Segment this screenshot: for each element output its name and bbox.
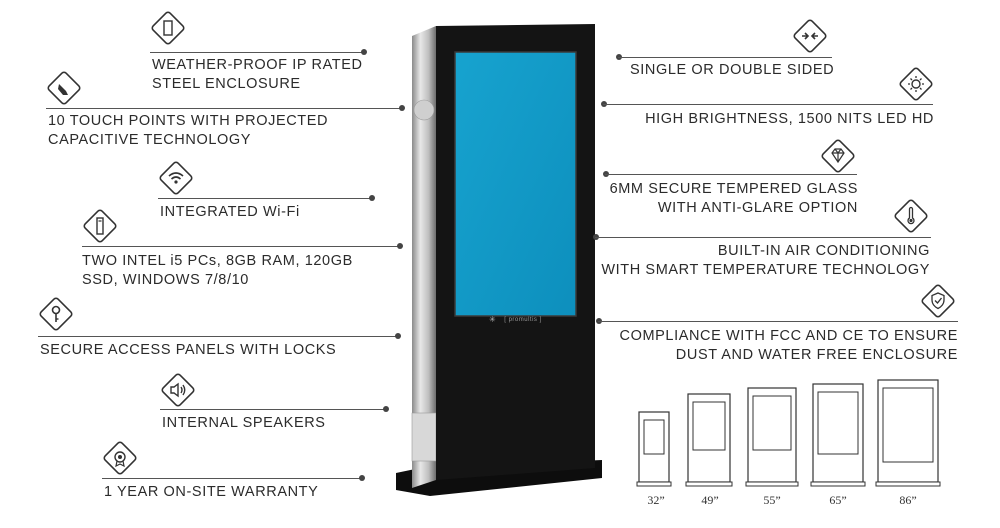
warranty-badge-icon: [103, 441, 137, 475]
feature-text: 10 TOUCH POINTS WITH PROJECTED: [48, 113, 329, 129]
leader-line: [102, 478, 362, 479]
touch-hand-icon: [47, 71, 81, 105]
brand-star-icon: ✳: [489, 315, 496, 324]
feature-text: WEATHER-PROOF IP RATED: [152, 57, 363, 73]
leader-line: [618, 57, 832, 58]
pc-tower-icon: [83, 209, 117, 243]
size-86-kiosk: [875, 379, 941, 487]
leader-dot: [359, 475, 365, 481]
size-32-kiosk: [636, 411, 672, 487]
feature-text: WITH ANTI-GLARE OPTION: [657, 200, 858, 216]
leader-line: [595, 237, 931, 238]
key-icon: [39, 297, 73, 331]
door-icon: [151, 11, 185, 45]
feature-text: SECURE ACCESS PANELS WITH LOCKS: [40, 342, 337, 358]
feature-text: TWO INTEL i5 PCs, 8GB RAM, 120GB: [82, 253, 353, 269]
feature-text: INTEGRATED Wi-Fi: [160, 204, 300, 220]
speaker-icon: [161, 373, 195, 407]
feature-text: 6MM SECURE TEMPERED GLASS: [609, 181, 858, 197]
display-screen: [454, 51, 577, 317]
feature-locks: SECURE ACCESS PANELS WITH LOCKS: [40, 341, 336, 360]
leader-dot: [397, 243, 403, 249]
feature-text: CAPACITIVE TECHNOLOGY: [48, 132, 252, 148]
thermometer-icon: [894, 199, 928, 233]
size-label: 86”: [899, 493, 917, 507]
leader-line: [605, 174, 857, 175]
feature-text: STEEL ENCLOSURE: [152, 76, 301, 92]
feature-pc: TWO INTEL i5 PCs, 8GB RAM, 120GB SSD, WI…: [82, 252, 353, 290]
feature-warranty: 1 YEAR ON-SITE WARRANTY: [104, 483, 318, 502]
feature-text: DUST AND WATER FREE ENCLOSURE: [675, 347, 958, 363]
leader-line: [150, 52, 364, 53]
feature-compliance: COMPLIANCE WITH FCC AND CE TO ENSURE DUS…: [620, 327, 959, 365]
feature-text: SINGLE OR DOUBLE SIDED: [630, 62, 835, 78]
feature-text: WITH SMART TEMPERATURE TECHNOLOGY: [601, 262, 930, 278]
leader-line: [38, 336, 398, 337]
feature-speakers: INTERNAL SPEAKERS: [162, 414, 326, 433]
feature-text: SSD, WINDOWS 7/8/10: [82, 272, 249, 288]
size-55-kiosk: [745, 387, 799, 487]
leader-line: [158, 198, 372, 199]
feature-text: COMPLIANCE WITH FCC AND CE TO ENSURE: [619, 328, 958, 344]
leader-line: [46, 108, 402, 109]
leader-dot: [369, 195, 375, 201]
size-label: 55”: [763, 493, 781, 507]
size-lineup: [636, 379, 941, 487]
leader-dot: [383, 406, 389, 412]
leader-dot: [399, 105, 405, 111]
size-label: 49”: [701, 493, 719, 507]
size-65-kiosk: [810, 383, 866, 487]
size-label: 65”: [829, 493, 847, 507]
leader-line: [598, 321, 958, 322]
kiosk-brand: [ promultis ]: [504, 317, 542, 323]
feature-text: 1 YEAR ON-SITE WARRANTY: [104, 484, 319, 500]
brightness-icon: [899, 67, 933, 101]
feature-glass: 6MM SECURE TEMPERED GLASS WITH ANTI-GLAR…: [610, 180, 858, 218]
leader-line: [160, 409, 386, 410]
size-49-kiosk: [685, 393, 733, 487]
feature-aircon: BUILT-IN AIR CONDITIONING WITH SMART TEM…: [601, 242, 930, 280]
leader-dot: [361, 49, 367, 55]
arrows-inward-icon: [793, 19, 827, 53]
leader-line: [82, 246, 400, 247]
shield-check-icon: [921, 284, 955, 318]
leader-line: [603, 104, 933, 105]
feature-sided: SINGLE OR DOUBLE SIDED: [630, 61, 834, 80]
feature-text: BUILT-IN AIR CONDITIONING: [717, 243, 930, 259]
feature-touch: 10 TOUCH POINTS WITH PROJECTED CAPACITIV…: [48, 112, 328, 150]
feature-text: INTERNAL SPEAKERS: [162, 415, 326, 431]
feature-text: HIGH BRIGHTNESS, 1500 NITS LED HD: [645, 111, 934, 127]
feature-brightness: HIGH BRIGHTNESS, 1500 NITS LED HD: [645, 110, 934, 129]
feature-weatherproof: WEATHER-PROOF IP RATED STEEL ENCLOSURE: [152, 56, 363, 94]
diamond-icon: [821, 139, 855, 173]
size-label: 32”: [647, 493, 665, 507]
feature-wifi: INTEGRATED Wi-Fi: [160, 203, 300, 222]
leader-dot: [395, 333, 401, 339]
wifi-icon: [159, 161, 193, 195]
kiosk-illustration: [396, 24, 602, 496]
